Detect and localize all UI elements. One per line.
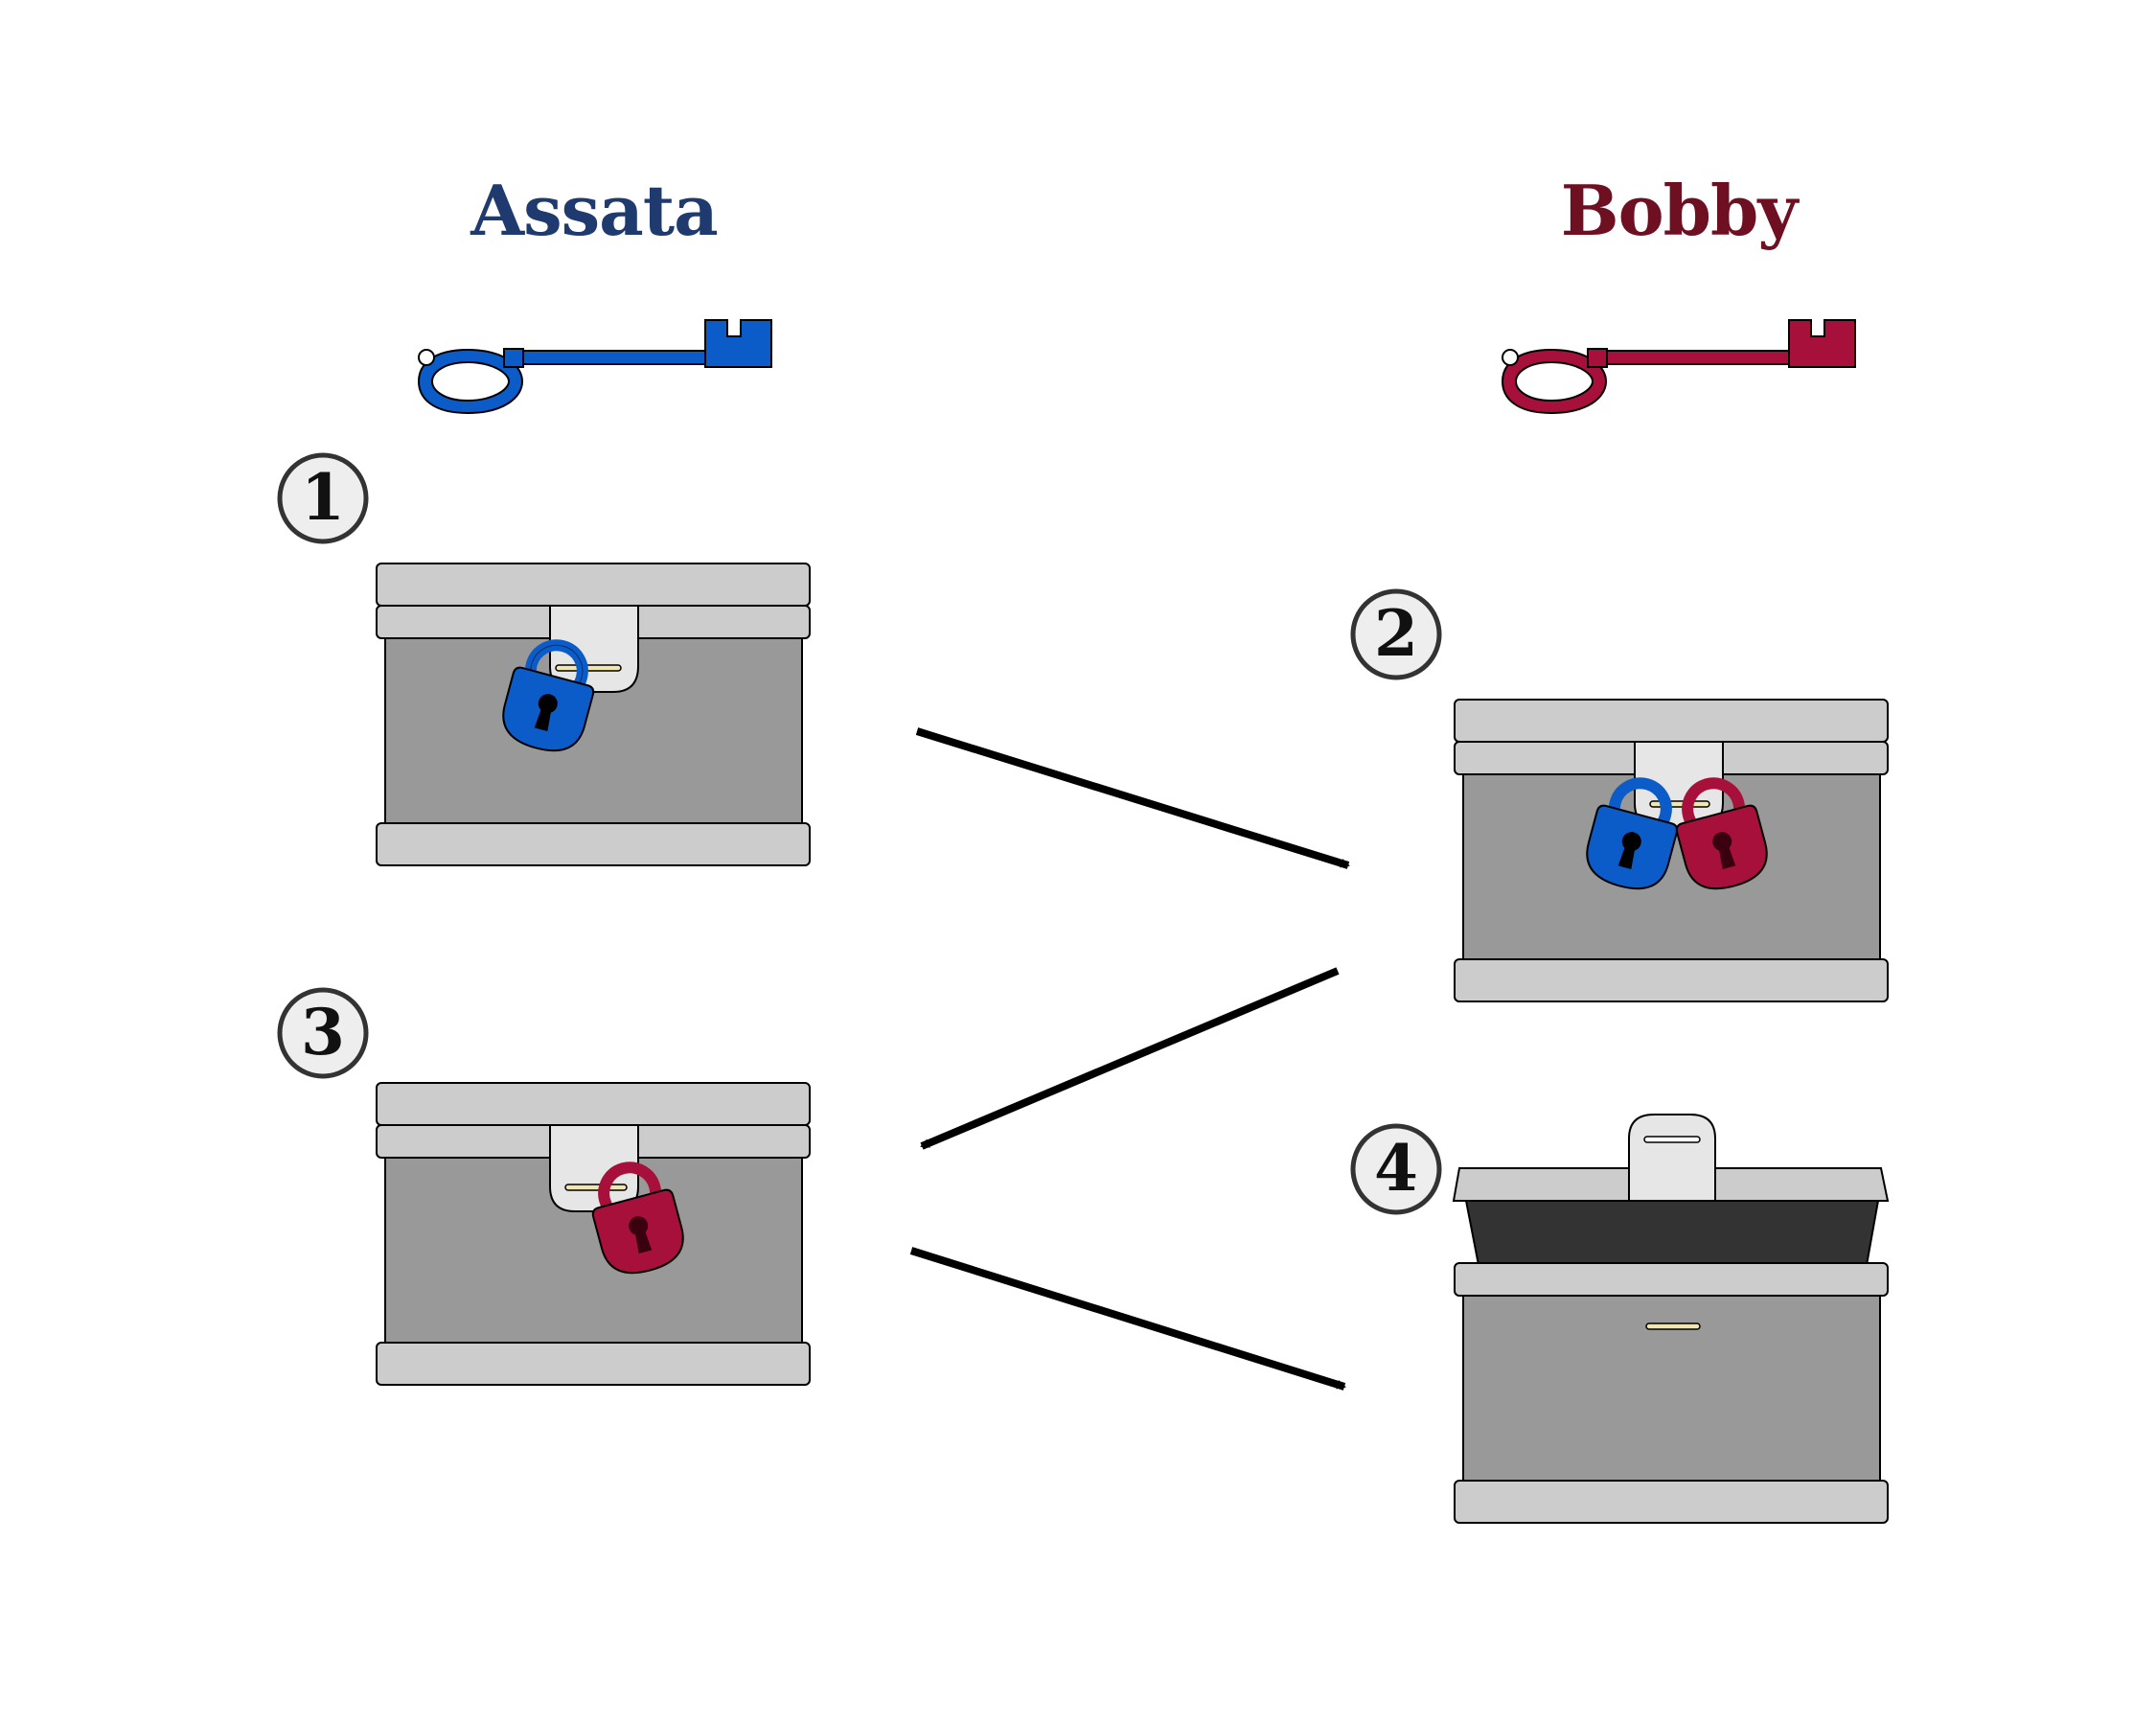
step-4-open-chest-icon <box>1452 1114 1890 1524</box>
bobby-padlock-icon <box>591 1162 684 1275</box>
party-name-bobby: Bobby <box>1561 170 1800 251</box>
arrow-step3-to-step4 <box>909 1247 1346 1391</box>
bobby-padlock-icon <box>1675 777 1768 890</box>
step-1-badge: 1 <box>277 452 369 544</box>
assata-padlock-icon <box>1586 777 1679 890</box>
step-4-number: 4 <box>1374 1131 1418 1206</box>
assata-padlock-icon <box>502 639 595 752</box>
arrow-step2-to-step3 <box>920 967 1340 1150</box>
party-name-assata: Assata <box>470 170 718 251</box>
bobby-key-icon <box>1501 319 1856 415</box>
step-4-badge: 4 <box>1350 1123 1442 1215</box>
assata-key-icon <box>417 319 772 415</box>
step-3-chest-icon <box>376 1082 811 1386</box>
step-2-badge: 2 <box>1350 588 1442 680</box>
step-1-chest-icon <box>376 563 811 866</box>
step-2-chest-icon <box>1454 699 1889 1002</box>
step-1-number: 1 <box>301 460 345 535</box>
step-3-badge: 3 <box>277 987 369 1079</box>
arrow-step1-to-step2 <box>915 727 1350 869</box>
step-3-number: 3 <box>301 995 345 1070</box>
step-2-number: 2 <box>1374 596 1418 671</box>
